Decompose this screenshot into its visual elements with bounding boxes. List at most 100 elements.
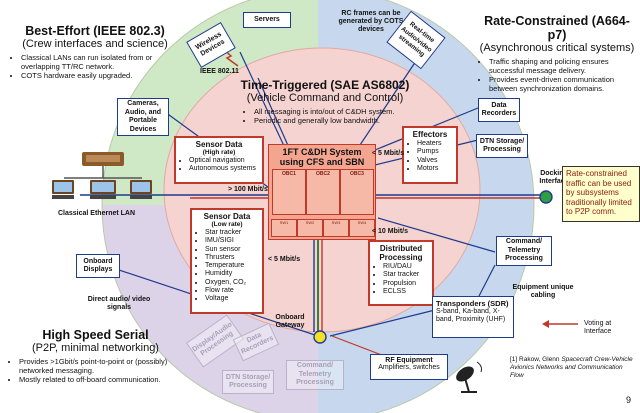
page-number: 9 [626,395,632,405]
list-item: Autonomous systems [189,165,258,173]
list-item: Oxygen, CO₂ [205,279,258,287]
cameras-box: Cameras, Audio, and Portable Devices [117,98,169,136]
sensor-high-list: Optical navigation Autonomous systems [180,157,258,174]
list-item: Classical LANs can run isolated from or … [21,53,180,71]
ieee-80211-label: IEEE 802.11 [200,68,239,75]
sensor-data-high-box: Sensor Data (High rate) Optical navigati… [174,136,264,184]
list-item: Valves [417,157,452,165]
rf-equipment-body: Amplifiers, switches [378,364,440,371]
best-effort-section: Best-Effort (IEEE 802.3) (Crew interface… [10,24,180,80]
list-item: Motors [417,165,452,173]
list-item: Pumps [417,148,452,156]
command-telemetry-box: Command/ Telemetry Processing [496,236,552,266]
list-item: IMU/SIGI [205,237,258,245]
link-cmd [377,217,496,253]
effectors-title: Effectors [412,130,448,139]
classical-lan-label: Classical Ethernet LAN [58,210,136,217]
ghost-dtn-storage-box: DTN Storage/ Processing [222,370,274,394]
rc-note-box: Rate-constrained traffic can be used by … [562,166,640,222]
list-item: Traffic shaping and policing ensures suc… [489,57,636,75]
list-item: Thrusters [205,254,258,262]
time-triggered-bullets: All messaging is into/out of C&DH system… [243,107,425,125]
sensor-high-sub: (High rate) [202,149,236,156]
list-item: Sun sensor [205,246,258,254]
list-item: Mostly related to off-board communicatio… [19,375,183,384]
switch-3: SW3 [323,219,349,237]
list-item: Star tracker [205,229,258,237]
distributed-title: Distributed Processing [379,244,423,262]
time-triggered-subtitle: (Vehicle Command and Control) [246,92,404,104]
link-transponder [329,309,436,337]
ghost-command-telemetry-box: Command/ Telemetry Processing [286,360,344,390]
time-triggered-title: Time-Triggered (SAE AS6802) [240,78,410,92]
link-realtime [357,54,421,149]
list-item: COTS hardware easily upgraded. [21,71,180,80]
list-item: Periodic and generally low bandwidth. [254,116,425,125]
distributed-list: RIU/DAU Star tracker Propulsion ECLSS [374,263,428,296]
cdh-system-box: 1FT C&DH System using CFS and SBN OBC1 O… [268,144,376,240]
list-item: Temperature [205,262,258,270]
dtn-storage-box: DTN Storage/ Processing [476,134,528,158]
sensor-low-sub: (Low rate) [211,221,243,228]
obc-1: OBC1 [272,169,306,215]
voting-label: Voting at Interface [584,320,612,335]
sensor-data-low-box: Sensor Data (Low rate) Star tracker IMU/… [190,208,264,314]
sensor-low-title: Sensor Data [203,212,251,221]
rate-100-label: > 100 Mbit/s [228,186,268,193]
effectors-box: Effectors Heaters Pumps Valves Motors [402,126,458,184]
switch-4: SW4 [349,219,375,237]
rc-note-text: Rate-constrained traffic can be used by … [566,169,632,216]
rate-constrained-title: Rate-Constrained (A664-p7) [484,14,630,42]
link-servers [257,77,291,151]
onboard-displays-box: Onboard Displays [76,254,120,278]
transponders-body: S-band, Ka-band, X-band, Proximity (UHF) [436,308,506,323]
list-item: Heaters [417,140,452,148]
list-item: ECLSS [383,288,428,296]
data-recorders-box: Data Recorders [478,98,520,122]
link-wireless [239,51,286,149]
high-speed-section: High Speed Serial (P2P, minimal networki… [8,328,183,384]
sensor-low-list: Star tracker IMU/SIGI Sun sensor Thruste… [196,229,258,304]
rf-equipment-title: RF Equipment [385,357,433,364]
high-speed-subtitle: (P2P, minimal networking) [32,342,159,354]
list-item: RIU/DAU [383,263,428,271]
direct-audio-label: Direct audio/ video signals [87,296,151,311]
high-speed-bullets: Provides >1Gbit/s point-to-point or (pos… [8,357,183,384]
servers-box: Servers [243,12,291,28]
list-item: Flow rate [205,287,258,295]
switch-2: SW2 [297,219,323,237]
list-item: Provides event-driven communication betw… [489,75,636,93]
list-item: Star tracker [383,271,428,279]
sensor-high-title: Sensor Data [195,140,243,149]
transponders-title: Transponders (SDR) [436,299,509,308]
rate-10-label: < 10 Mbit/s [372,228,408,235]
list-item: Propulsion [383,280,428,288]
obc-2: OBC2 [306,169,340,215]
obc-3: OBC3 [340,169,374,215]
docking-interface-label: Docking Interface [539,170,569,185]
effectors-list: Heaters Pumps Valves Motors [408,140,452,173]
satellite-dish-icon [456,361,482,393]
onboard-gateway-label: Onboard Gateway [275,314,305,329]
rf-equipment-box: RF Equipment Amplifiers, switches [370,354,448,380]
list-item: Optical navigation [189,157,258,165]
reference-citation: [1] Rakow, Glenn Spacecraft Crew-Vehicle… [510,356,638,380]
rate-constrained-section: Rate-Constrained (A664-p7) (Asynchronous… [478,14,636,93]
rate-constrained-subtitle: (Asynchronous critical systems) [479,42,635,54]
list-item: All messaging is into/out of C&DH system… [254,107,425,116]
link-equipment [477,264,496,299]
onboard-gateway-marker [313,330,327,344]
time-triggered-section: Time-Triggered (SAE AS6802) (Vehicle Com… [225,78,425,125]
docking-interface-marker [539,190,553,204]
list-item: Humidity [205,270,258,278]
high-speed-title: High Speed Serial [42,328,149,342]
rate-5-bottom-label: < 5 Mbit/s [268,256,301,263]
best-effort-bullets: Classical LANs can run isolated from or … [10,53,180,80]
cdh-title: 1FT C&DH System using CFS and SBN [279,147,365,167]
equipment-cabling-label: Equipment unique cabling [512,284,574,299]
classical-lan-icon [52,152,152,199]
transponders-box: Transponders (SDR) S-band, Ka-band, X-ba… [432,296,514,338]
reference-title: Spacecraft Crew-Vehicle Avionics Network… [510,356,633,379]
rate-5-top-label: < 5 Mbit/s [372,150,405,157]
list-item: Voltage [205,295,258,303]
